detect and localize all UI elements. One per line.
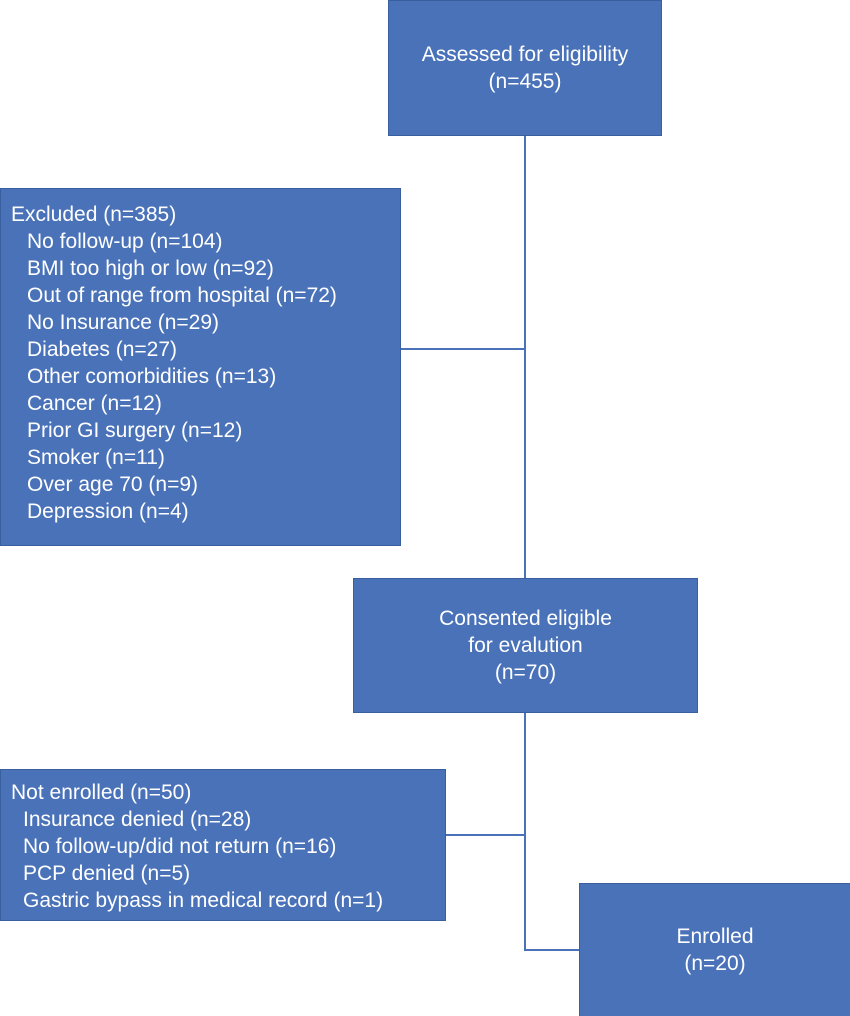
connector-to-not-enrolled	[446, 834, 526, 836]
not-enrolled-item: Insurance denied (n=28)	[23, 808, 252, 831]
excluded-item: Out of range from hospital (n=72)	[27, 284, 337, 307]
enrolled-title: Enrolled	[676, 925, 754, 948]
excluded-item: Over age 70 (n=9)	[27, 473, 199, 496]
not-enrolled-box: Not enrolled (n=50) Insurance denied (n=…	[0, 769, 446, 921]
not-enrolled-item: PCP denied (n=5)	[23, 862, 191, 885]
enrolled-count: (n=20)	[684, 952, 746, 975]
excluded-item: Depression (n=4)	[27, 500, 189, 523]
not-enrolled-item: Gastric bypass in medical record (n=1)	[23, 889, 384, 912]
connector-to-excluded	[401, 348, 526, 350]
excluded-item: Prior GI surgery (n=12)	[27, 419, 243, 442]
connector-main-trunk	[524, 136, 526, 578]
not-enrolled-item: No follow-up/did not return (n=16)	[23, 835, 337, 858]
excluded-item: Smoker (n=11)	[27, 446, 165, 469]
excluded-box: Excluded (n=385) No follow-up (n=104) BM…	[0, 188, 401, 546]
consented-line1: Consented eligible	[439, 607, 612, 630]
assessed-count: (n=455)	[488, 70, 562, 93]
excluded-item: BMI too high or low (n=92)	[27, 257, 274, 280]
assessed-title: Assessed for eligibility	[421, 43, 629, 66]
connector-to-enrolled	[524, 949, 579, 951]
assessed-box: Assessed for eligibility (n=455)	[388, 0, 662, 136]
excluded-item: Cancer (n=12)	[27, 392, 162, 415]
excluded-item: Other comorbidities (n=13)	[27, 365, 277, 388]
excluded-item: Diabetes (n=27)	[27, 338, 178, 361]
connector-lower-trunk	[524, 713, 526, 951]
consented-count: (n=70)	[494, 661, 557, 684]
enrolled-box: Enrolled (n=20)	[579, 883, 850, 1016]
excluded-item: No Insurance (n=29)	[27, 311, 220, 334]
consented-line2: for evalution	[468, 634, 583, 657]
not-enrolled-title: Not enrolled (n=50)	[11, 781, 192, 804]
excluded-title: Excluded (n=385)	[11, 203, 177, 226]
consented-box: Consented eligible for evalution (n=70)	[353, 578, 698, 713]
excluded-item: No follow-up (n=104)	[27, 230, 223, 253]
